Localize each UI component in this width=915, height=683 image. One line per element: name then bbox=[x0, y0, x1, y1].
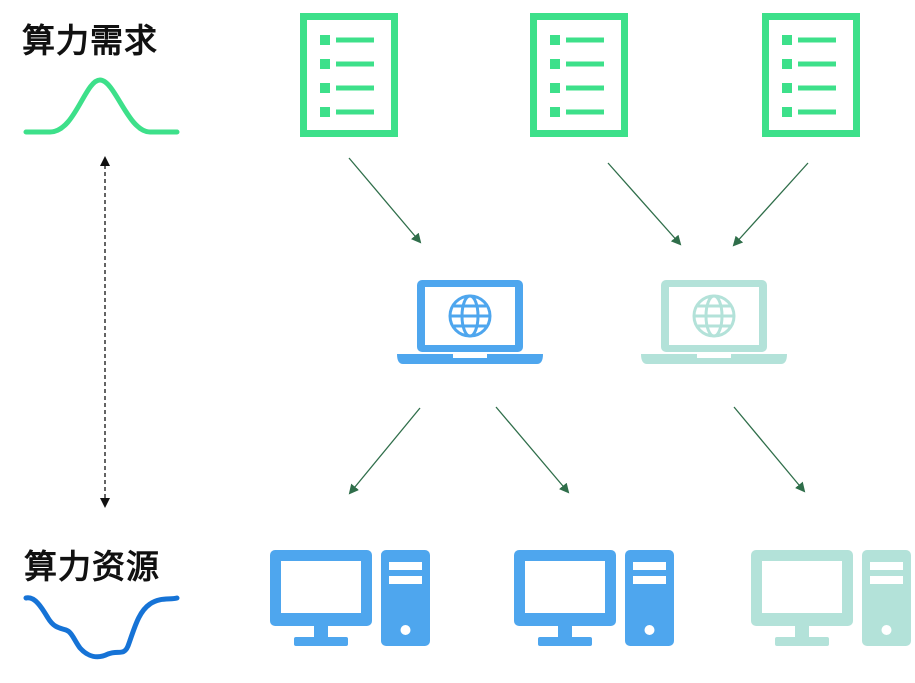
arrow-scheduler1-to-resource1 bbox=[348, 407, 421, 495]
demand-label: 算力需求 bbox=[22, 21, 158, 60]
arrow-task3-to-scheduler2 bbox=[732, 162, 809, 247]
resource-label: 算力资源 bbox=[24, 547, 160, 586]
arrow-task2-to-scheduler2 bbox=[607, 162, 682, 246]
arrow-scheduler1-to-resource2 bbox=[495, 406, 570, 494]
task-list-icon bbox=[766, 17, 857, 134]
desktop-computer-icon bbox=[751, 550, 911, 646]
laptop-globe-icon bbox=[641, 278, 787, 366]
task-list-icon bbox=[304, 17, 395, 134]
task-list-icon bbox=[534, 17, 625, 134]
arrow-scheduler2-to-resource3 bbox=[733, 406, 806, 493]
bell-curve-icon bbox=[23, 77, 180, 135]
desktop-computer-icon bbox=[514, 550, 674, 646]
arrow-task1-to-scheduler1 bbox=[348, 157, 422, 244]
laptop-globe-icon bbox=[397, 278, 543, 366]
wavy-curve-icon bbox=[23, 595, 180, 660]
desktop-computer-icon bbox=[270, 550, 430, 646]
